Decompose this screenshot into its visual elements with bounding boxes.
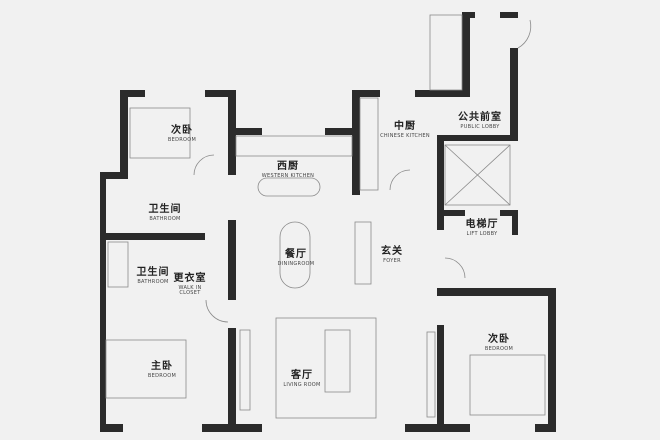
room-name-cn: 更衣室: [173, 273, 207, 284]
room-name-en: BEDROOM: [167, 137, 197, 143]
room-name-cn: 电梯厅: [465, 219, 499, 230]
room-name-en: BEDROOM: [484, 346, 514, 352]
room-name-en: BATHROOM: [137, 279, 169, 285]
room-name-en: BATHROOM: [149, 216, 181, 222]
room-name-en: DININGROOM: [277, 261, 315, 267]
room-name-cn: 公共前室: [458, 112, 502, 123]
room-name-cn: 卫生间: [148, 204, 182, 215]
walls: [100, 12, 556, 432]
room-name-cn: 中厨: [394, 121, 416, 132]
room-name-en: PUBLIC LOBBY: [460, 124, 500, 130]
room-name-cn: 次卧: [487, 334, 510, 345]
room-name-cn: 餐厅: [284, 249, 307, 260]
room-name-en: WALK IN CLOSET: [178, 285, 202, 296]
fixtures: [105, 14, 546, 419]
room-name-cn: 卫生间: [136, 267, 170, 278]
room-name-cn: 玄关: [381, 246, 403, 257]
room-name-en: BEDROOM: [147, 373, 177, 379]
room-name-en: CHINESE KITCHEN: [380, 133, 430, 139]
room-name-cn: 主卧: [150, 361, 173, 372]
room-name-en: FOYER: [383, 258, 401, 264]
room-name-cn: 次卧: [170, 125, 193, 136]
room-name-en: LIFT LOBBY: [466, 231, 498, 237]
room-name-cn: 西厨: [277, 161, 299, 172]
room-name-en: LIVING ROOM: [283, 382, 321, 388]
room-name-en: WESTERN KITCHEN: [261, 173, 315, 179]
room-name-cn: 客厅: [290, 370, 313, 381]
